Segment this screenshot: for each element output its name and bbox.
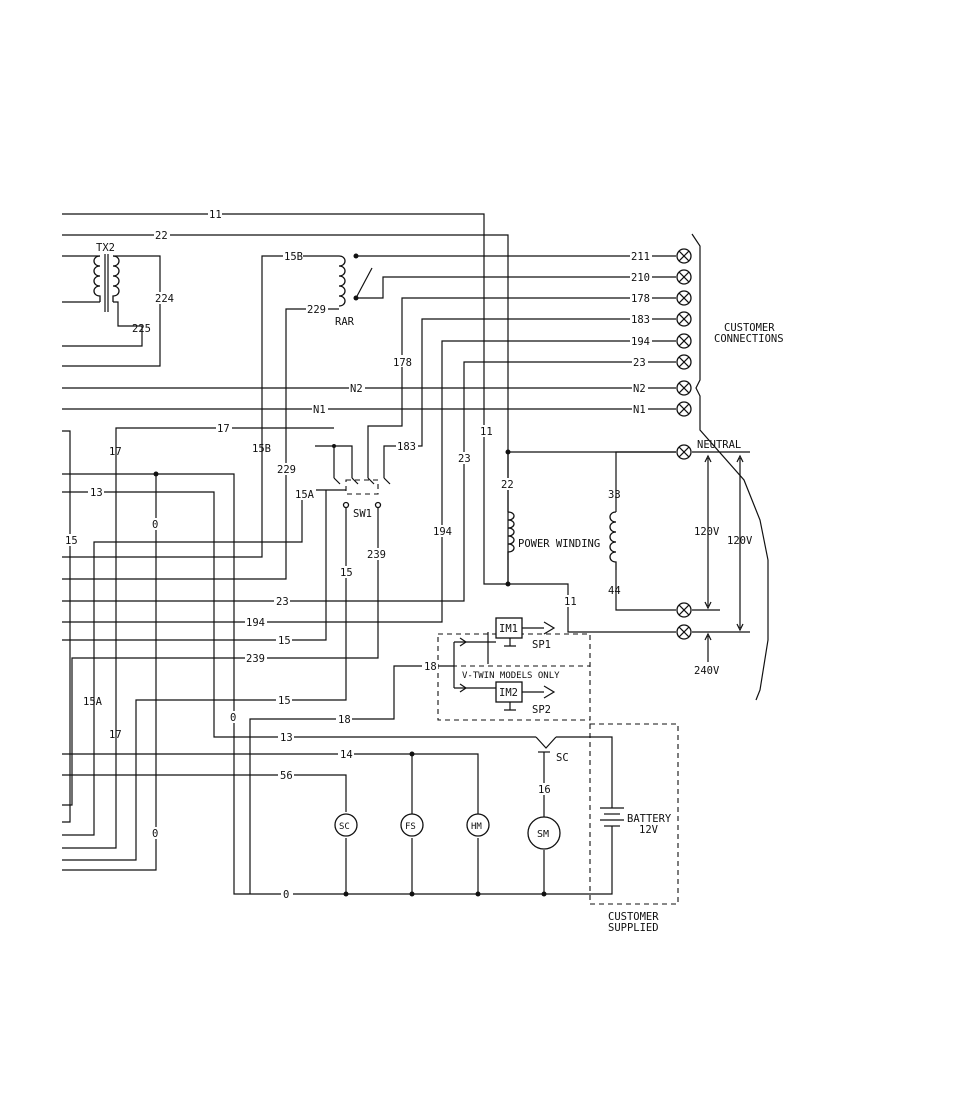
sw1-switch	[332, 444, 391, 509]
wire-label-44: 44	[608, 585, 621, 597]
terminal-6	[676, 354, 692, 370]
sp2-label: SP2	[532, 704, 551, 716]
wire-label-15-left: 15	[65, 535, 78, 547]
wire-label-16: 16	[538, 784, 551, 796]
wire-lines	[62, 213, 769, 895]
sw1-label: SW1	[353, 508, 372, 520]
tx2-transformer	[93, 254, 120, 312]
v120a-label: 120V	[694, 526, 720, 538]
terminal-7	[676, 380, 692, 396]
wire-label-18-lower: 18	[338, 714, 351, 726]
im2-label: IM2	[499, 687, 518, 699]
wire-label-22-top: 22	[155, 230, 168, 242]
power-winding	[505, 449, 617, 587]
wire-label-14: 14	[340, 749, 353, 761]
wire-label-56: 56	[280, 770, 293, 782]
fs-circle-label: FS	[405, 822, 416, 832]
terminal-block	[676, 248, 692, 640]
wire-label-13: 13	[90, 487, 103, 499]
wire-label-178-vert: 178	[393, 357, 412, 369]
sm-circle-label: SM	[537, 829, 549, 840]
battery-and-sc	[535, 736, 624, 860]
wire-label-15a-vert: 15A	[295, 489, 315, 501]
wire-label-33: 33	[608, 489, 621, 501]
tx2-label: TX2	[96, 242, 115, 254]
wire-label-211: 211	[631, 251, 650, 263]
sp1-label: SP1	[532, 639, 551, 651]
wire-label-225: 225	[132, 323, 151, 335]
wire-label-224: 224	[155, 293, 174, 305]
wire-labels: 11 22 TX2 224 225 15B 229 RAR 211 210 17…	[64, 208, 784, 934]
battery-voltage-label: 12V	[639, 824, 659, 836]
wire-label-11-lower: 11	[564, 596, 577, 608]
rar-label: RAR	[335, 316, 355, 328]
wire-label-22-vert: 22	[501, 479, 514, 491]
wire-label-0-mid: 0	[230, 712, 236, 724]
wire-label-210: 210	[631, 272, 650, 284]
wire-label-n1-right: N1	[633, 404, 646, 416]
power-winding-label: POWER WINDING	[518, 538, 600, 550]
wire-label-17-top: 17	[217, 423, 230, 435]
wire-label-0-bottom: 0	[283, 889, 289, 901]
wire-label-194-right: 194	[631, 336, 650, 348]
wire-label-229-vert: 229	[277, 464, 296, 476]
wire-label-15-lower2: 15	[278, 695, 291, 707]
customer-connections-label-2: CONNECTIONS	[714, 333, 784, 345]
hm-circle-label: HM	[471, 822, 482, 832]
terminal-9	[676, 444, 692, 460]
junction-dots	[153, 471, 547, 897]
wire-label-n2-right: N2	[633, 383, 646, 395]
customer-supplied-label-2: SUPPLIED	[608, 922, 659, 934]
wire-label-17-left: 17	[109, 729, 122, 741]
v240-label: 240V	[694, 665, 720, 677]
terminal-3	[676, 290, 692, 306]
terminal-11	[676, 624, 692, 640]
wire-label-15-sw: 15	[340, 567, 353, 579]
wire-label-15a-left: 15A	[83, 696, 103, 708]
vtwin-label: V-TWIN MODELS ONLY	[462, 671, 560, 681]
wire-label-194-vert: 194	[433, 526, 452, 538]
terminal-5	[676, 333, 692, 349]
wire-label-0-vert: 0	[152, 519, 158, 531]
wire-label-183-sw: 183	[397, 441, 416, 453]
wire-label-183-right: 183	[631, 314, 650, 326]
wire-label-23-right: 23	[633, 357, 646, 369]
wire-label-n2-mid: N2	[350, 383, 363, 395]
im1-label: IM1	[499, 623, 518, 635]
voltage-arrows	[704, 454, 744, 641]
battery-label: BATTERY	[627, 813, 672, 825]
terminal-2	[676, 269, 692, 285]
wire-label-13-lower: 13	[280, 732, 293, 744]
wire-label-178-right: 178	[631, 293, 650, 305]
wire-label-0-left: 0	[152, 828, 158, 840]
customer-connections-label-1: CUSTOMER	[724, 322, 775, 334]
wire-label-18-vt: 18	[424, 661, 437, 673]
ignition-modules	[459, 617, 556, 711]
terminal-10	[676, 602, 692, 618]
v120b-label: 120V	[727, 535, 753, 547]
neutral-label: NEUTRAL	[697, 439, 741, 451]
wire-label-239-lower: 239	[246, 653, 265, 665]
wire-label-23-vert: 23	[458, 453, 471, 465]
wire-label-239-vert: 239	[367, 549, 386, 561]
wire-label-15b-top: 15B	[284, 251, 303, 263]
wire-label-11-vert: 11	[480, 426, 493, 438]
wire-label-11-top: 11	[209, 209, 222, 221]
wire-label-194-lower: 194	[246, 617, 265, 629]
sc-switch-label: SC	[556, 752, 569, 764]
wire-label-17-vert: 17	[109, 446, 122, 458]
terminal-4	[676, 311, 692, 327]
wire-label-229-top: 229	[307, 304, 326, 316]
circle-components	[334, 813, 561, 850]
wire-label-n1-mid: N1	[313, 404, 326, 416]
sc-circle-label: SC	[339, 822, 350, 832]
terminal-1	[676, 248, 692, 264]
customer-supplied-label-1: CUSTOMER	[608, 911, 659, 923]
rar-relay	[338, 253, 373, 307]
wire-label-15b-vert: 15B	[252, 443, 271, 455]
terminal-8	[676, 401, 692, 417]
wire-label-15-lower: 15	[278, 635, 291, 647]
wire-label-23-lower: 23	[276, 596, 289, 608]
